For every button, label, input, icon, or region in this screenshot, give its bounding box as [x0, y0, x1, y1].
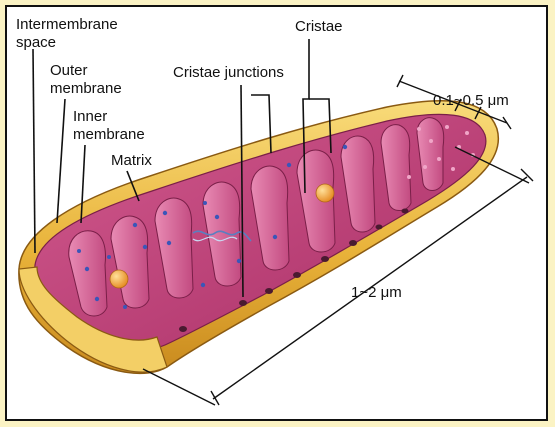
label-intermembrane-line1: Intermembrane — [16, 16, 118, 33]
label-inner-line1: Inner — [73, 108, 107, 125]
outer-membrane-lip — [18, 266, 168, 373]
label-outer-line1: Outer — [50, 62, 88, 79]
granule — [109, 269, 129, 289]
label-intermembrane-line2: space — [16, 34, 56, 51]
label-width-dimension: 0.1~0.5 μm — [433, 92, 509, 109]
dimension-width — [396, 74, 512, 130]
leader-lines — [32, 39, 332, 298]
mitochondrion-diagram: Intermembrane space Outer membrane Inner… — [16, 16, 534, 406]
membrane-pores — [179, 208, 409, 332]
ribosome-dots — [77, 144, 348, 309]
dimension-length — [142, 146, 534, 406]
granule — [315, 183, 335, 203]
label-outer-line2: membrane — [50, 80, 122, 97]
label-inner-line2: membrane — [73, 126, 145, 143]
dna-strand — [192, 236, 238, 242]
cristae-folds — [68, 117, 445, 317]
figure-frame: Intermembrane space Outer membrane Inner… — [5, 5, 548, 421]
label-cristae: Cristae — [295, 18, 343, 35]
label-matrix: Matrix — [111, 152, 152, 169]
label-cristae-junctions: Cristae junctions — [173, 64, 284, 81]
label-length-dimension: 1~2 μm — [351, 284, 402, 301]
dna-strand — [192, 230, 252, 242]
